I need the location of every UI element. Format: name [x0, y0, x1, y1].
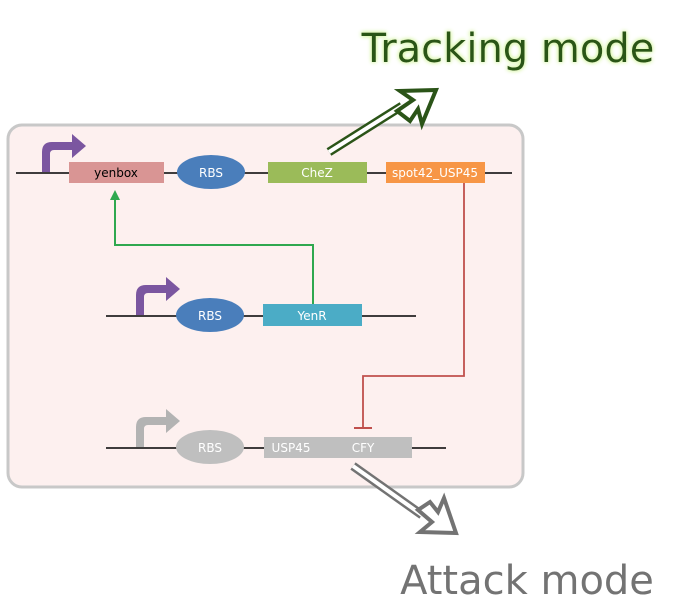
chez-part	[268, 162, 367, 183]
construct-2: RBS YenR	[106, 277, 416, 332]
yenr-part	[263, 304, 362, 326]
attack-mode-label: Attack mode	[400, 558, 654, 604]
yenbox-part	[69, 162, 164, 183]
yenbox-label: yenbox	[94, 166, 138, 180]
usp45-cfy-part	[264, 437, 412, 458]
rbs-label: RBS	[198, 309, 222, 323]
rbs-part	[177, 155, 245, 189]
spot42-usp45-label: spot42_USP45	[392, 166, 478, 180]
rbs-label: RBS	[199, 166, 223, 180]
rbs-label: RBS	[198, 441, 222, 455]
chez-label: CheZ	[301, 166, 333, 180]
spot42-usp45-part	[386, 162, 485, 183]
yenr-label: YenR	[296, 309, 326, 323]
promoter-arrow-icon	[42, 134, 86, 172]
usp45-label: USP45	[272, 441, 311, 455]
attack-mode-arrow	[350, 462, 459, 536]
cfy-label: CFY	[352, 441, 375, 455]
rbs-part	[176, 298, 244, 332]
tracking-mode-label: Tracking mode	[361, 26, 655, 72]
construct-1: yenbox RBS CheZ spot42_USP45	[16, 134, 512, 189]
construct-3: RBS USP45 CFY	[106, 409, 446, 464]
promoter-arrow-icon	[136, 277, 180, 315]
promoter-arrow-icon	[136, 409, 180, 447]
rbs-part	[176, 430, 244, 464]
repression-line	[362, 183, 465, 427]
tracking-mode-arrow	[326, 87, 440, 156]
activation-arrow	[110, 190, 314, 304]
